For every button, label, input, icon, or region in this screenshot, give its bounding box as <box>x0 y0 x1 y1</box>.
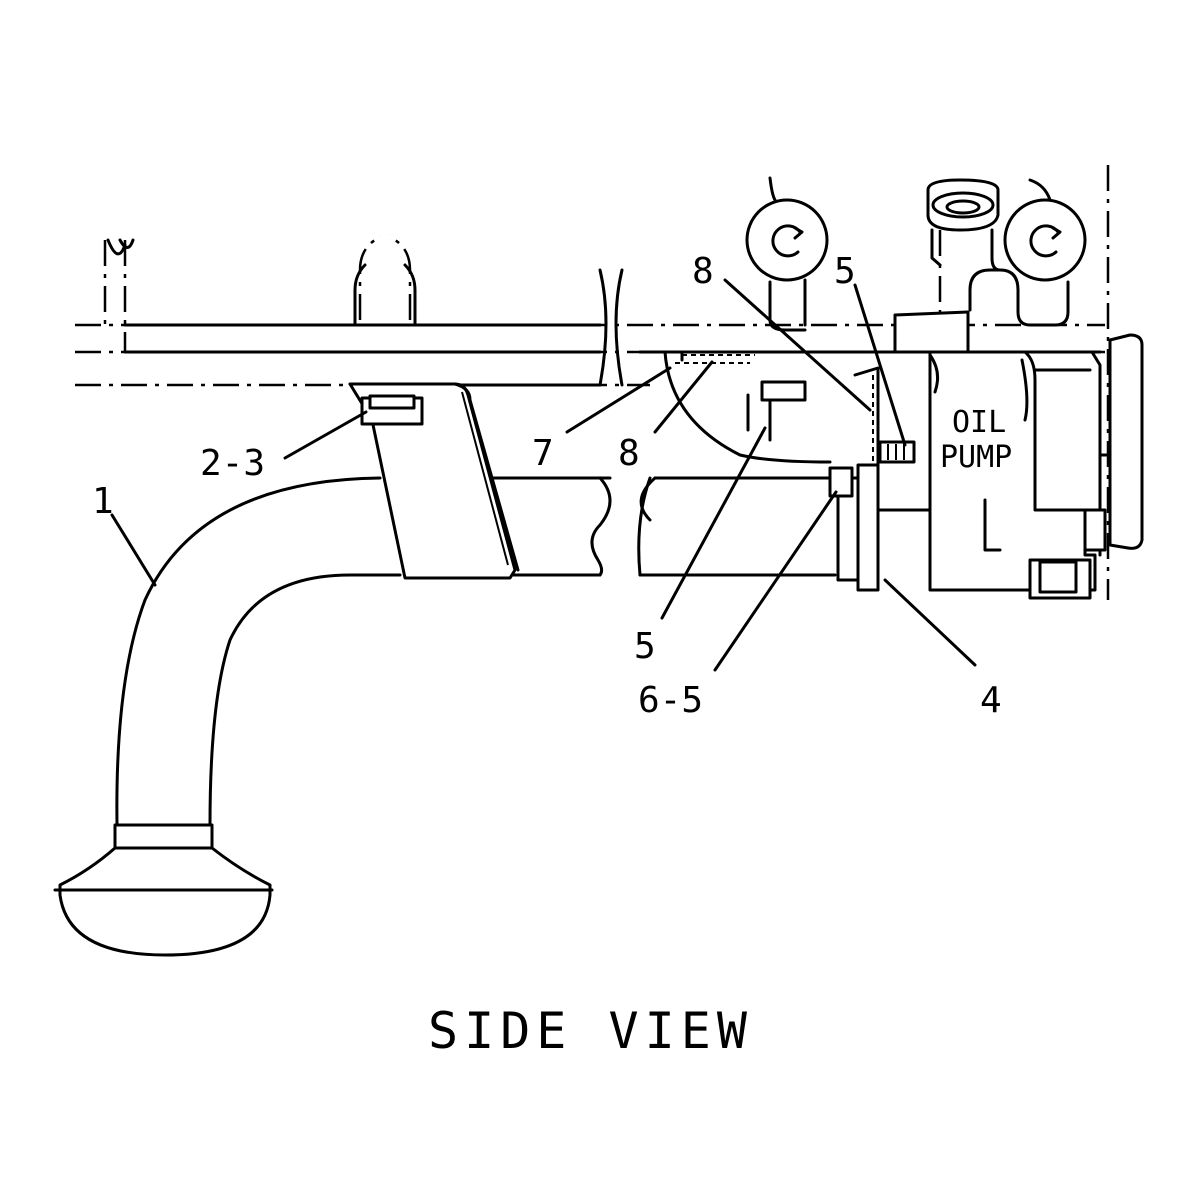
callout-6-5: 6-5 <box>638 680 703 721</box>
callout-2-3: 2-3 <box>200 443 265 484</box>
view-title: SIDE VIEW <box>428 1002 753 1060</box>
callout-leader-lines <box>110 278 977 672</box>
upper-engine-hardware <box>745 176 1087 354</box>
pump-mounting-area <box>663 350 880 467</box>
callout-8-lower: 8 <box>618 433 640 474</box>
callout-7: 7 <box>532 433 554 474</box>
oil-pickup-tube <box>53 476 862 957</box>
pump-label-line1: OIL <box>952 405 1006 440</box>
callout-8-upper: 8 <box>692 251 714 292</box>
callout-5-upper: 5 <box>834 251 856 292</box>
oil-pump-body <box>828 333 1144 600</box>
tube-support-bracket <box>348 382 520 580</box>
callout-1: 1 <box>92 481 114 522</box>
callout-5-lower: 5 <box>634 626 656 667</box>
pump-label-line2: PUMP <box>940 440 1012 475</box>
callout-4: 4 <box>980 680 1002 721</box>
